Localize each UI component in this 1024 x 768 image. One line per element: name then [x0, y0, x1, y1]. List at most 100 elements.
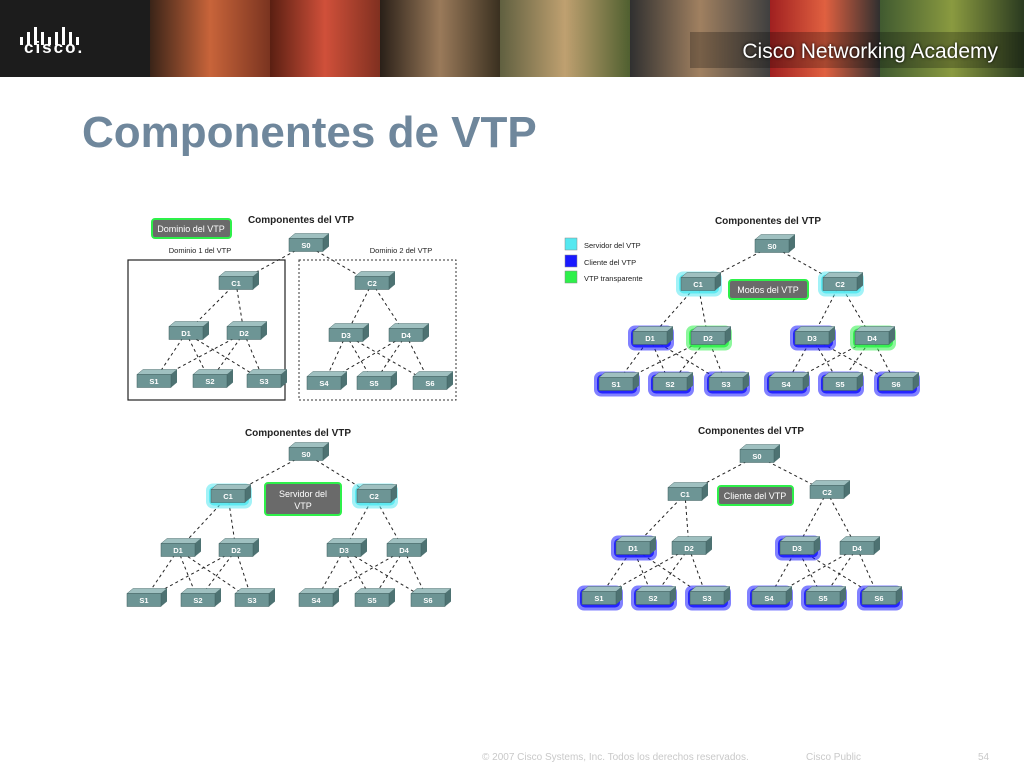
legend-transparent-label: VTP transparente — [584, 274, 643, 283]
link-c2-d3 — [343, 495, 375, 551]
switch-front-face — [410, 593, 446, 607]
switch-front-face — [354, 593, 390, 607]
switch-side-face — [253, 538, 259, 557]
switch-d4: D4 — [850, 325, 896, 351]
footer-page-number: 54 — [978, 752, 990, 763]
switch-c2: C2 — [354, 271, 396, 290]
switch-front-face — [581, 591, 617, 605]
client-label-box — [717, 485, 794, 506]
switch-top-face — [298, 588, 340, 594]
server-label-line-1: Servidor del — [279, 489, 327, 499]
switch-front-face — [234, 593, 270, 607]
switch-front-face — [822, 277, 858, 291]
switch-d1: D1 — [628, 325, 674, 351]
domain-2-label: Dominio 2 del VTP — [370, 246, 433, 255]
banner-photo-2 — [270, 0, 380, 77]
switch-top-face — [861, 586, 903, 592]
switch-side-face — [323, 442, 329, 461]
switch-d1: D1 — [160, 538, 202, 557]
link-c2-d4 — [826, 491, 858, 549]
switch-c1: C1 — [667, 482, 709, 501]
server-label-box — [264, 482, 342, 516]
switch-side-face — [245, 484, 251, 503]
switch-side-face — [857, 372, 863, 391]
switch-front-face — [768, 377, 804, 391]
switch-d4: D4 — [388, 323, 430, 342]
switch-front-face — [288, 447, 324, 461]
switch-side-face — [391, 371, 397, 390]
switch-label: C2 — [835, 280, 845, 289]
switch-label: S1 — [611, 380, 620, 389]
academy-title: Cisco Networking Academy — [742, 40, 998, 63]
switch-s0: S0 — [288, 442, 330, 461]
link-c2-d3 — [796, 491, 828, 549]
switch-side-face — [261, 321, 267, 340]
switch-label: S4 — [319, 379, 329, 388]
switch-front-face — [739, 449, 775, 463]
switch-side-face — [667, 326, 673, 345]
switch-label: S2 — [665, 380, 674, 389]
switch-s0: S0 — [739, 444, 781, 463]
switch-label: S6 — [425, 379, 434, 388]
switch-label: S6 — [423, 596, 432, 605]
switch-d4: D4 — [386, 538, 428, 557]
switch-top-face — [822, 372, 864, 378]
switch-side-face — [889, 326, 895, 345]
switch-top-face — [598, 372, 640, 378]
switch-label: C1 — [693, 280, 703, 289]
switch-label: D3 — [792, 544, 802, 553]
switch-top-face — [180, 588, 222, 594]
switch-front-face — [388, 328, 424, 342]
switch-label: S3 — [702, 594, 711, 603]
switch-side-face — [421, 538, 427, 557]
switch-label: C1 — [680, 490, 690, 499]
switch-front-face — [354, 276, 390, 290]
switch-s6: S6 — [410, 588, 452, 607]
switch-label: S3 — [247, 596, 256, 605]
switch-s3: S3 — [246, 369, 288, 388]
banner-text-shade — [690, 32, 1024, 68]
switch-label: D2 — [231, 546, 241, 555]
switch-d1: D1 — [611, 535, 657, 561]
domain-1-label: Dominio 1 del VTP — [169, 246, 232, 255]
diagram-1-title: Componentes del VTP — [248, 215, 354, 226]
switch-front-face — [809, 485, 845, 499]
switch-side-face — [203, 321, 209, 340]
link-c2-d4 — [373, 495, 405, 551]
switch-top-face — [356, 484, 398, 490]
switch-label: D2 — [239, 329, 249, 338]
switch-top-face — [708, 372, 750, 378]
switch-side-face — [913, 372, 919, 391]
switch-top-face — [354, 271, 396, 277]
switch-side-face — [423, 323, 429, 342]
switch-top-face — [809, 480, 851, 486]
switch-label: S1 — [149, 377, 158, 386]
switch-top-face — [234, 588, 276, 594]
switch-label: C2 — [369, 492, 379, 501]
switch-front-face — [751, 591, 787, 605]
switch-top-face — [680, 272, 722, 278]
switch-top-face — [671, 536, 713, 542]
switch-side-face — [840, 586, 846, 605]
switch-top-face — [689, 586, 731, 592]
switch-s6: S6 — [412, 371, 454, 390]
switch-c1: C1 — [676, 271, 722, 297]
switch-front-face — [754, 239, 790, 253]
cisco-bridge-logo-icon — [20, 27, 79, 45]
server-label-line-2: VTP — [294, 501, 312, 511]
switch-label: S0 — [752, 452, 761, 461]
switch-front-face — [412, 376, 448, 390]
switch-front-face — [288, 238, 324, 252]
switch-label: S0 — [301, 450, 310, 459]
footer-classification: Cisco Public — [806, 752, 862, 763]
cisco-logo-text: cisco. — [24, 38, 85, 57]
modes-label-box — [728, 279, 809, 300]
switch-top-face — [356, 371, 398, 377]
diagram-2-links — [615, 245, 897, 385]
switch-side-face — [253, 271, 259, 290]
switch-front-face — [689, 591, 725, 605]
switch-top-face — [754, 234, 796, 240]
